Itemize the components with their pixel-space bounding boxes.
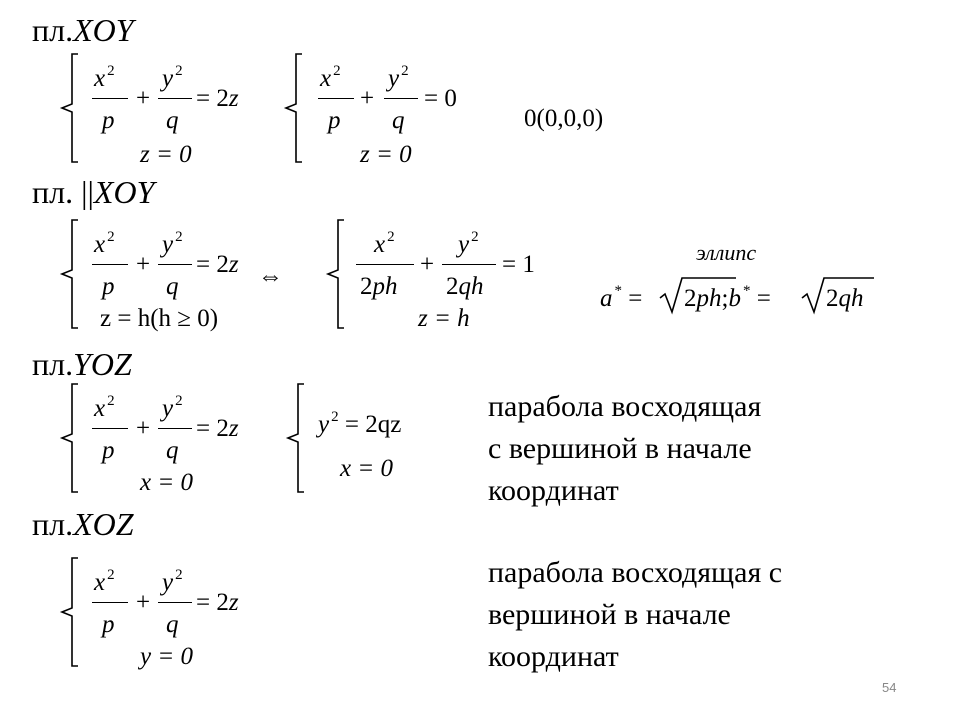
b2s1-frac2-bar xyxy=(158,264,192,265)
b2s2-den2: 2qh xyxy=(446,273,484,300)
b4s1-plus: + xyxy=(136,589,151,616)
heading-prefix: пл. xyxy=(32,12,74,48)
b2s1-p: p xyxy=(102,273,115,300)
b3s1-plus: + xyxy=(136,415,151,442)
parabola-description-xoz: парабола восходящая с вершиной в начале … xyxy=(488,552,782,678)
b2s2-plus: + xyxy=(420,251,435,278)
b3s1-rhs: = 2z xyxy=(196,415,239,442)
brace-b1-s1 xyxy=(59,53,78,163)
heading-prefix: пл. xyxy=(32,346,74,382)
b4s1-frac2-bar xyxy=(158,602,192,603)
heading-plane-name: XOY xyxy=(73,12,134,48)
b1s2-plus: + xyxy=(360,85,375,112)
sqrt-icon-b xyxy=(801,277,874,315)
heading-plane-xoy: пл.XOY xyxy=(32,14,134,46)
b1s1-p: p xyxy=(102,107,115,134)
b3s1-frac1-bar xyxy=(92,428,128,429)
brace-b2-s1 xyxy=(59,219,78,329)
b1s1-frac1-bar xyxy=(92,98,128,99)
desc-line: координат xyxy=(488,640,619,673)
b4s1-line2: y = 0 xyxy=(140,643,193,670)
brace-b3-s2 xyxy=(285,383,304,493)
b1s2-rhs: = 0 xyxy=(424,85,457,112)
b1s1-plus: + xyxy=(136,85,151,112)
heading-plane-yoz: пл.YOZ xyxy=(32,348,132,380)
b4s1-p: p xyxy=(102,611,115,638)
b2s1-line2: z = h(h ≥ 0) xyxy=(100,305,219,332)
sqrt-a-content: 2ph;b* = xyxy=(684,283,771,312)
b1s2-frac2-bar xyxy=(384,98,418,99)
heading-plane-name: YOZ xyxy=(73,346,132,382)
b2s1-rhs: = 2z xyxy=(196,251,239,278)
desc-line: парабола восходящая xyxy=(488,390,762,423)
b1s1-rhs: = 2z xyxy=(196,85,239,112)
b2s2-frac2-bar xyxy=(442,264,496,265)
origin-point: 0(0,0,0) xyxy=(524,105,604,132)
heading-prefix: пл. xyxy=(32,506,74,542)
b4s1-q: q xyxy=(166,611,179,638)
desc-line: координат xyxy=(488,474,619,507)
b3s1-line2: x = 0 xyxy=(140,469,193,496)
heading-plane-name: XOZ xyxy=(73,506,134,542)
b3s2-line2: x = 0 xyxy=(340,455,393,482)
sqrt-b-content: 2qh xyxy=(826,285,864,312)
semi-axis-a: a* = xyxy=(600,283,643,312)
page-number: 54 xyxy=(882,680,897,695)
desc-line: вершиной в начале xyxy=(488,598,731,631)
heading-prefix: пл. || xyxy=(32,174,94,210)
brace-b1-s2 xyxy=(283,53,302,163)
b1s1-line2: z = 0 xyxy=(140,141,192,168)
b1s2-p: p xyxy=(328,107,341,134)
b2s1-q: q xyxy=(166,273,179,300)
b2s2-frac1-bar xyxy=(356,264,414,265)
b1s2-line2: z = 0 xyxy=(360,141,412,168)
desc-line: с вершиной в начале xyxy=(488,432,752,465)
ellipse-label: эллипс xyxy=(696,240,757,265)
brace-b4-s1 xyxy=(59,557,78,667)
equivalence-icon: ⇔ xyxy=(258,263,283,290)
heading-plane-name: XOY xyxy=(93,174,155,210)
heading-plane-xoz: пл.XOZ xyxy=(32,508,134,540)
b3s1-frac2-bar xyxy=(158,428,192,429)
b2s2-rhs: = 1 xyxy=(502,251,535,278)
brace-b3-s1 xyxy=(59,383,78,493)
b1s1-q: q xyxy=(166,107,179,134)
b2s2-den1: 2ph xyxy=(360,273,398,300)
parabola-description-yoz: парабола восходящая с вершиной в начале … xyxy=(488,386,761,512)
b1s1-frac2-bar xyxy=(158,98,192,99)
b2s2-line2: z = h xyxy=(418,305,470,332)
b2s1-plus: + xyxy=(136,251,151,278)
b4s1-rhs: = 2z xyxy=(196,589,239,616)
brace-b2-s2 xyxy=(325,219,344,329)
b3s1-p: p xyxy=(102,437,115,464)
desc-line: парабола восходящая с xyxy=(488,556,783,589)
b4s1-frac1-bar xyxy=(92,602,128,603)
b2s1-frac1-bar xyxy=(92,264,128,265)
b1s2-frac1-bar xyxy=(318,98,354,99)
b3s1-q: q xyxy=(166,437,179,464)
sqrt-icon-a xyxy=(659,277,736,315)
heading-parallel-xoy: пл. ||XOY xyxy=(32,176,154,208)
b1s2-q: q xyxy=(392,107,405,134)
